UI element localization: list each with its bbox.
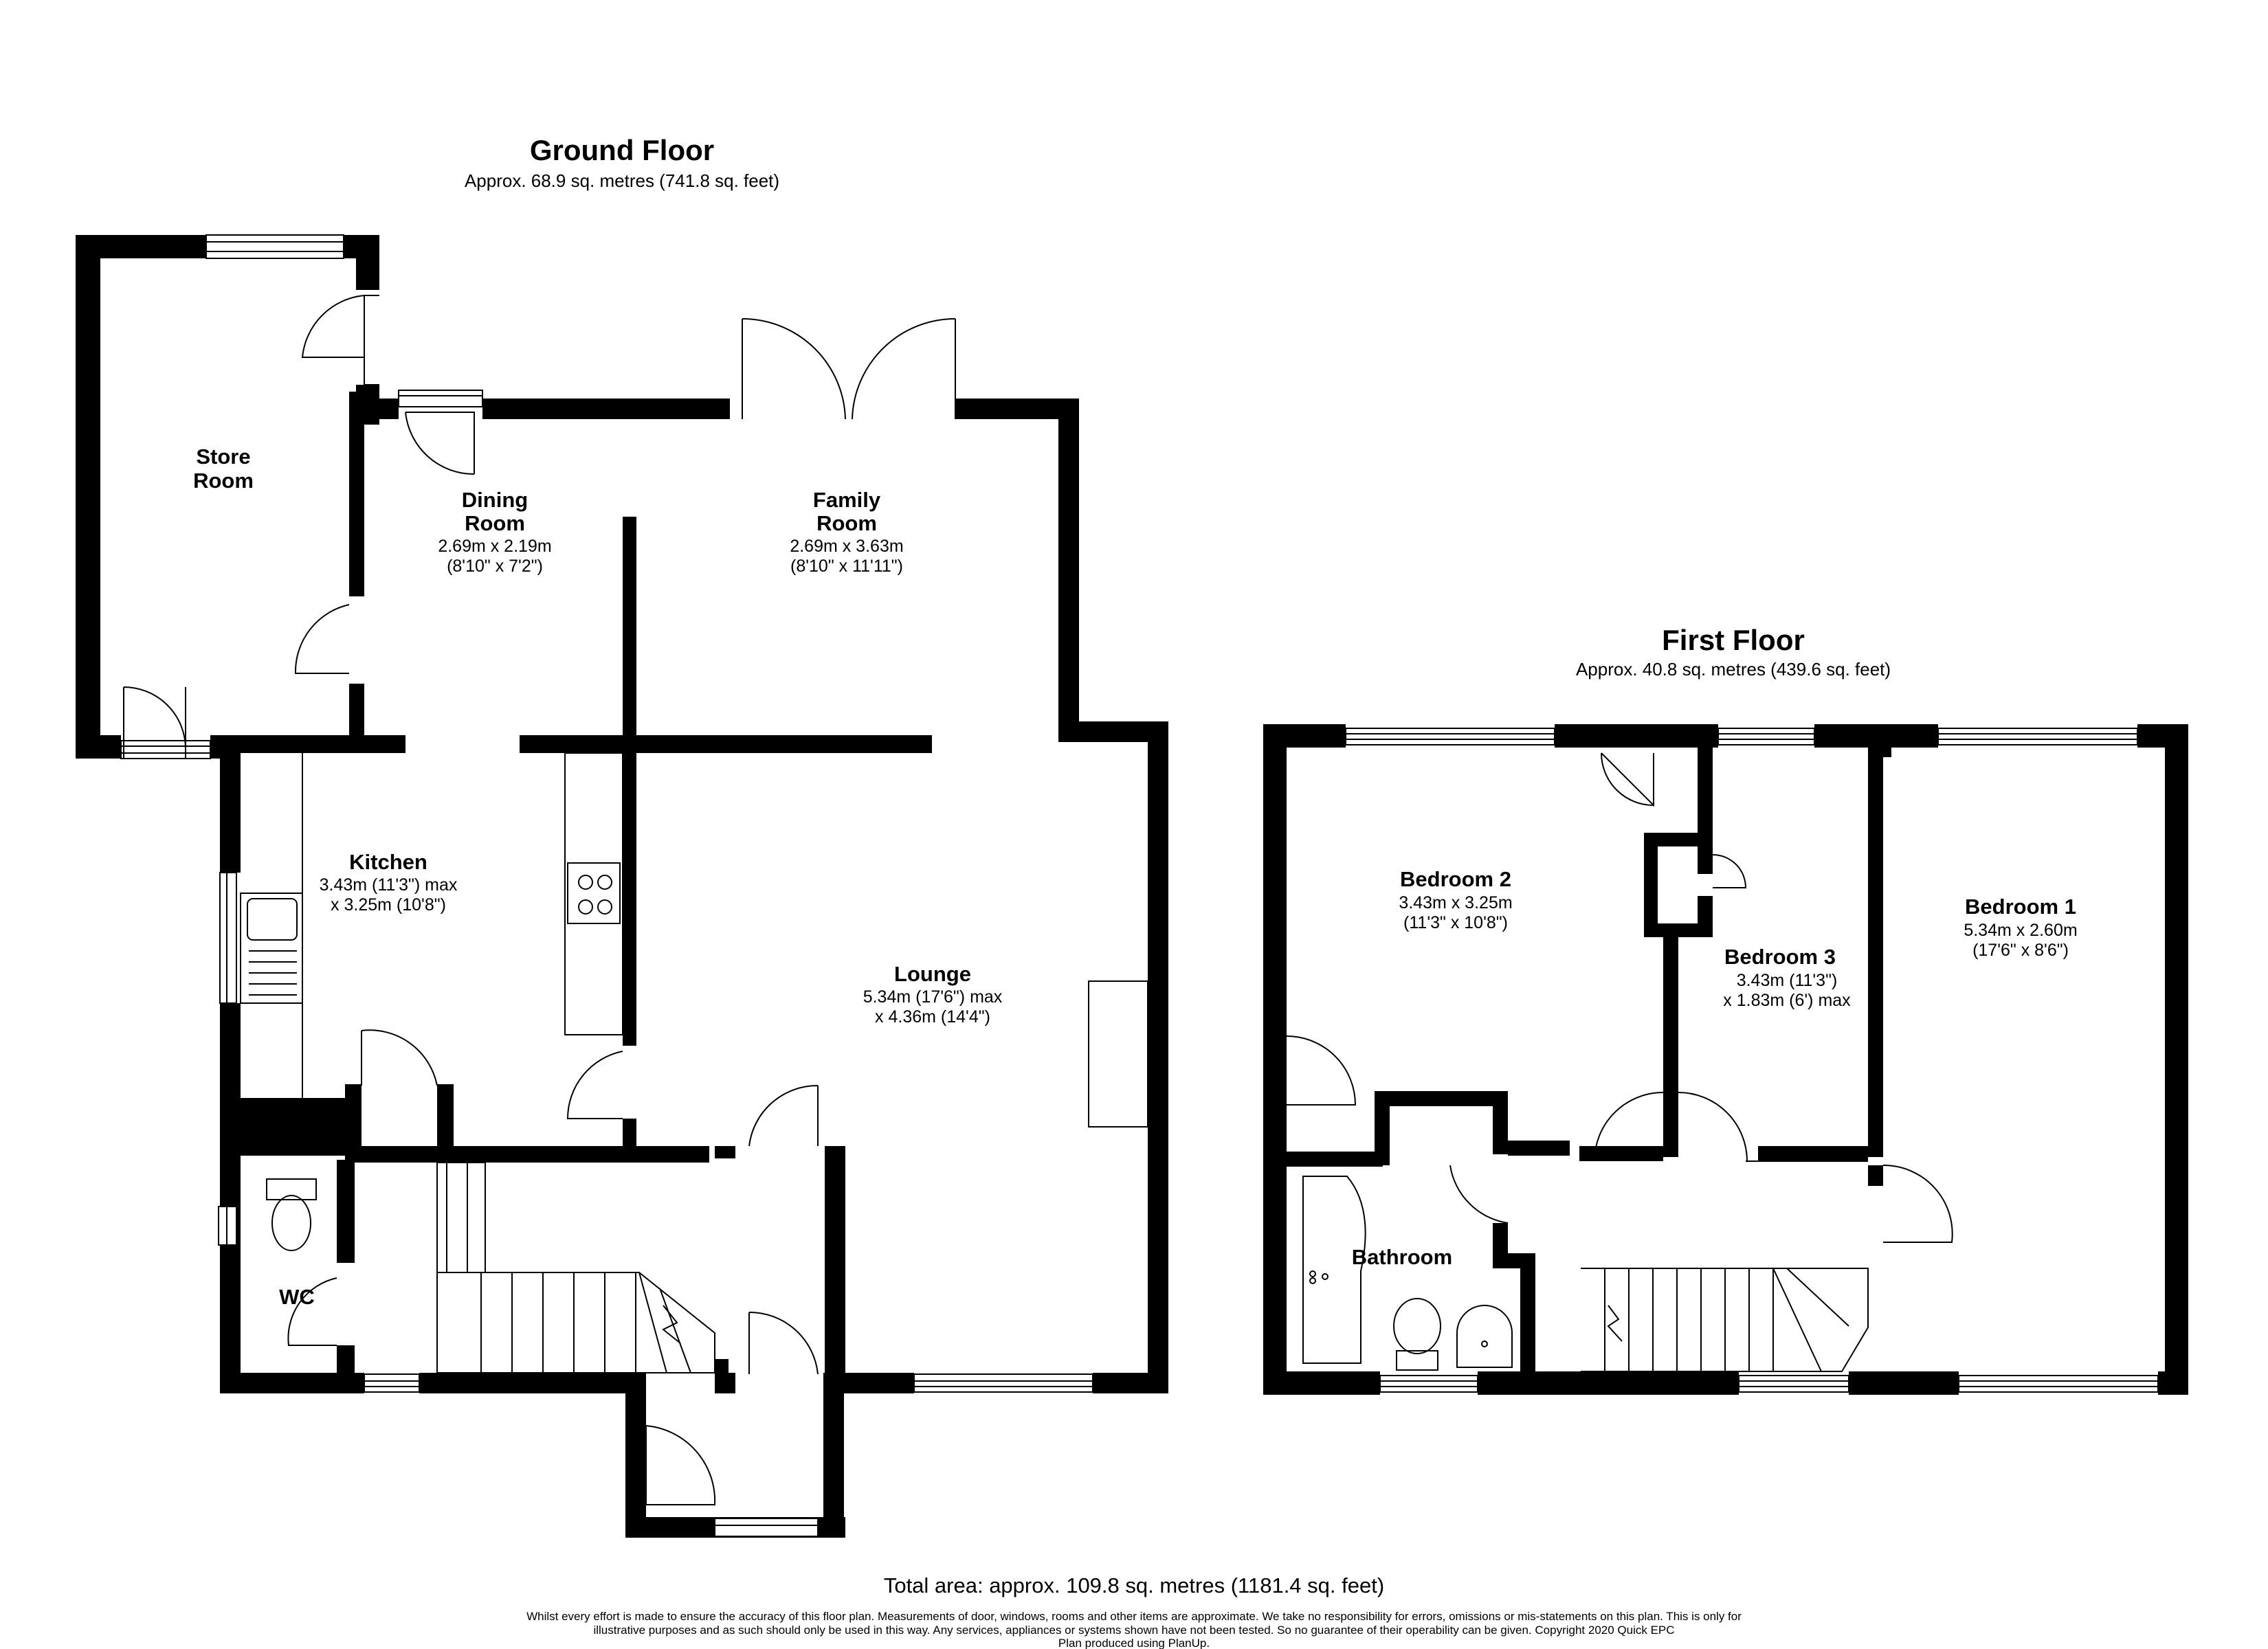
disclaimer-line-2: illustrative purposes and as such should… (593, 1624, 1674, 1637)
bedroom-2-dim-2: (11'3" x 10'8") (1403, 913, 1508, 932)
ground-floor-doors (123, 295, 956, 1505)
dining-room-label: Dining Room 2.69m x 2.19m (8'10" x 7'2") (438, 488, 551, 576)
ground-floor-stairs (436, 1162, 715, 1373)
kitchen-label: Kitchen 3.43m (11'3") max x 3.25m (10'8"… (320, 850, 458, 915)
first-floor-area: Approx. 40.8 sq. metres (439.6 sq. feet) (1576, 659, 1891, 680)
bedroom-3-label: Bedroom 3 3.43m (11'3") x 1.83m (6') max (1723, 945, 1851, 1010)
first-floor-stairs (1581, 1268, 1869, 1372)
bedroom-2-label: Bedroom 2 3.43m x 3.25m (11'3" x 10'8") (1399, 867, 1512, 932)
bedroom-3-dim-1: 3.43m (11'3") (1737, 971, 1838, 990)
first-floor-walls (1263, 724, 2188, 1395)
family-room-name-1: Family (813, 488, 881, 512)
bedroom-1-name: Bedroom 1 (1965, 895, 2076, 919)
bedroom-2-dim-1: 3.43m x 3.25m (1399, 893, 1512, 912)
ground-floor-title: Ground Floor (530, 134, 714, 166)
lounge-fireplace (1088, 980, 1148, 1128)
lounge-name: Lounge (894, 962, 971, 986)
bedroom-1-label: Bedroom 1 5.34m x 2.60m (17'6" x 8'6") (1964, 895, 2077, 960)
store-room-label: Store Room (193, 445, 254, 493)
kitchen-dim-2: x 3.25m (10'8") (331, 895, 446, 915)
first-floor-windows (1345, 728, 2159, 1393)
kitchen-name: Kitchen (349, 850, 427, 874)
dining-room-name-2: Room (465, 511, 525, 535)
disclaimer-line-1: Whilst every effort is made to ensure th… (526, 1610, 1742, 1623)
ground-floor-walls (76, 235, 1168, 1538)
kitchen-fittings (240, 752, 623, 1098)
bedroom-1-dim-2: (17'6" x 8'6") (1972, 941, 2069, 960)
first-floor-title: First Floor (1662, 624, 1805, 656)
dining-room-dim-2: (8'10" x 7'2") (447, 557, 543, 576)
first-floor-doors (1286, 752, 1953, 1243)
bathroom-name: Bathroom (1352, 1245, 1452, 1269)
store-room-name-2: Room (193, 469, 254, 493)
wc-name: WC (279, 1285, 315, 1309)
total-area: Total area: approx. 109.8 sq. metres (11… (884, 1573, 1384, 1597)
lounge-label: Lounge 5.34m (17'6") max x 4.36m (14'4") (863, 962, 1003, 1027)
kitchen-dim-1: 3.43m (11'3") max (320, 875, 458, 895)
ground-floor-area: Approx. 68.9 sq. metres (741.8 sq. feet) (465, 170, 779, 191)
dining-room-name-1: Dining (462, 488, 528, 512)
bedroom-2-name: Bedroom 2 (1400, 867, 1511, 891)
dining-room-dim-1: 2.69m x 2.19m (438, 537, 551, 556)
bedroom-1-dim-1: 5.34m x 2.60m (1964, 921, 2077, 940)
wc-toilet (266, 1178, 317, 1251)
lounge-dim-1: 5.34m (17'6") max (863, 987, 1003, 1007)
family-room-dim-2: (8'10" x 11'11") (790, 557, 903, 576)
bathroom-fittings (1302, 1176, 1513, 1371)
family-room-name-2: Room (816, 511, 877, 535)
bedroom-3-name: Bedroom 3 (1724, 945, 1836, 969)
family-room-dim-1: 2.69m x 3.63m (790, 537, 903, 556)
bedroom-3-dim-2: x 1.83m (6') max (1723, 991, 1851, 1010)
lounge-dim-2: x 4.36m (14'4") (875, 1007, 990, 1027)
ground-floor-windows (120, 234, 1093, 1537)
store-room-name-1: Store (196, 445, 250, 469)
family-room-label: Family Room 2.69m x 3.63m (8'10" x 11'11… (790, 488, 903, 576)
disclaimer-line-3: Plan produced using PlanUp. (1058, 1637, 1210, 1649)
